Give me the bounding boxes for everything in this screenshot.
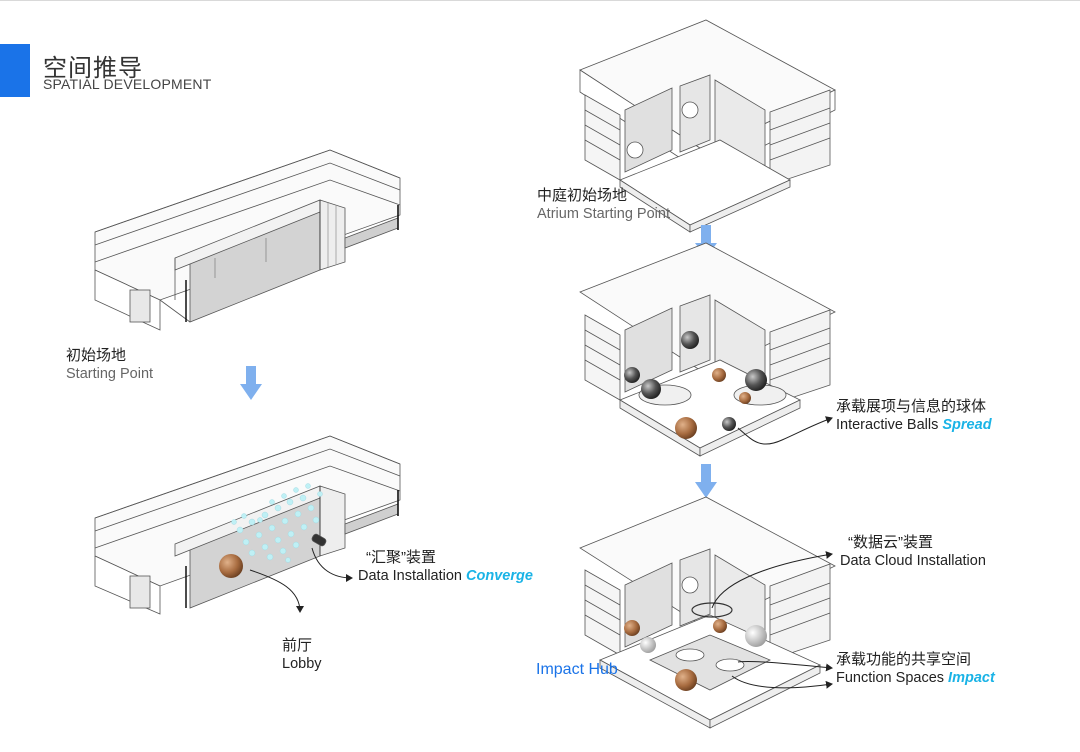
atrium-starting-building bbox=[579, 19, 836, 233]
title-accent-bar bbox=[0, 44, 30, 97]
interactive-balls-en: Interactive Balls bbox=[836, 417, 939, 433]
spread-keyword: Spread bbox=[942, 417, 992, 433]
converge-dot-cloud bbox=[231, 483, 323, 563]
interactive-balls-cn: 承载展项与信息的球体 bbox=[836, 398, 987, 415]
balls-pointer bbox=[737, 416, 833, 445]
atrium-cn: 中庭初始场地 bbox=[537, 187, 628, 204]
interactive-balls-en-line: Interactive Balls Spread bbox=[836, 416, 992, 435]
lobby-label: 前厅 Lobby bbox=[282, 636, 322, 674]
function-spaces-label: 承载功能的共享空间 Function Spaces Impact bbox=[836, 650, 995, 688]
data-cloud-pointer bbox=[711, 551, 833, 609]
converge-keyword: Converge bbox=[466, 568, 533, 584]
function-spaces-en-line: Function Spaces Impact bbox=[836, 669, 995, 688]
page-title: 空间推导 bbox=[43, 55, 143, 82]
arrow-down-icon bbox=[695, 464, 717, 498]
starting-point-label: 初始场地 Starting Point bbox=[66, 346, 153, 384]
data-cloud-cn: “数据云”装置 bbox=[848, 534, 933, 551]
atrium-label: 中庭初始场地 Atrium Starting Point bbox=[537, 186, 670, 224]
starting-point-cn: 初始场地 bbox=[66, 347, 127, 364]
data-installation-cn: “汇聚”装置 bbox=[366, 549, 436, 566]
page-subtitle: SPATIAL DEVELOPMENT bbox=[43, 76, 212, 92]
impact-hub-label: Impact Hub bbox=[536, 661, 618, 678]
impact-hub-balls bbox=[624, 602, 767, 691]
data-installation-en-line: Data Installation Converge bbox=[358, 567, 533, 586]
function-spaces-pointer-1 bbox=[737, 660, 833, 672]
impact-keyword: Impact bbox=[948, 670, 995, 686]
atrium-en: Atrium Starting Point bbox=[537, 206, 670, 222]
function-spaces-pointer-2 bbox=[731, 675, 833, 689]
lobby-cn: 前厅 bbox=[282, 637, 313, 654]
interactive-balls bbox=[624, 331, 767, 439]
converge-pointer bbox=[311, 547, 353, 582]
impact-hub-building bbox=[579, 496, 836, 729]
starting-point-en: Starting Point bbox=[66, 366, 154, 382]
lobby-building bbox=[94, 435, 401, 615]
lobby-pointer bbox=[249, 569, 304, 613]
lobby-en: Lobby bbox=[282, 656, 322, 672]
data-installation-label: “汇聚”装置 Data Installation Converge bbox=[358, 548, 533, 586]
starting-point-building bbox=[94, 149, 401, 331]
function-spaces-cn: 承载功能的共享空间 bbox=[836, 651, 972, 668]
data-cloud-label: “数据云”装置 Data Cloud Installation bbox=[840, 533, 986, 571]
function-spaces-en: Function Spaces bbox=[836, 670, 945, 686]
arrow-down-icon bbox=[240, 366, 262, 400]
interactive-balls-label: 承载展项与信息的球体 Interactive Balls Spread bbox=[836, 397, 992, 435]
top-divider bbox=[0, 0, 1080, 1]
copper-ball bbox=[219, 554, 243, 578]
data-cloud-en: Data Cloud Installation bbox=[840, 553, 986, 569]
interactive-balls-building bbox=[579, 242, 836, 457]
data-installation-en: Data Installation bbox=[358, 568, 462, 584]
